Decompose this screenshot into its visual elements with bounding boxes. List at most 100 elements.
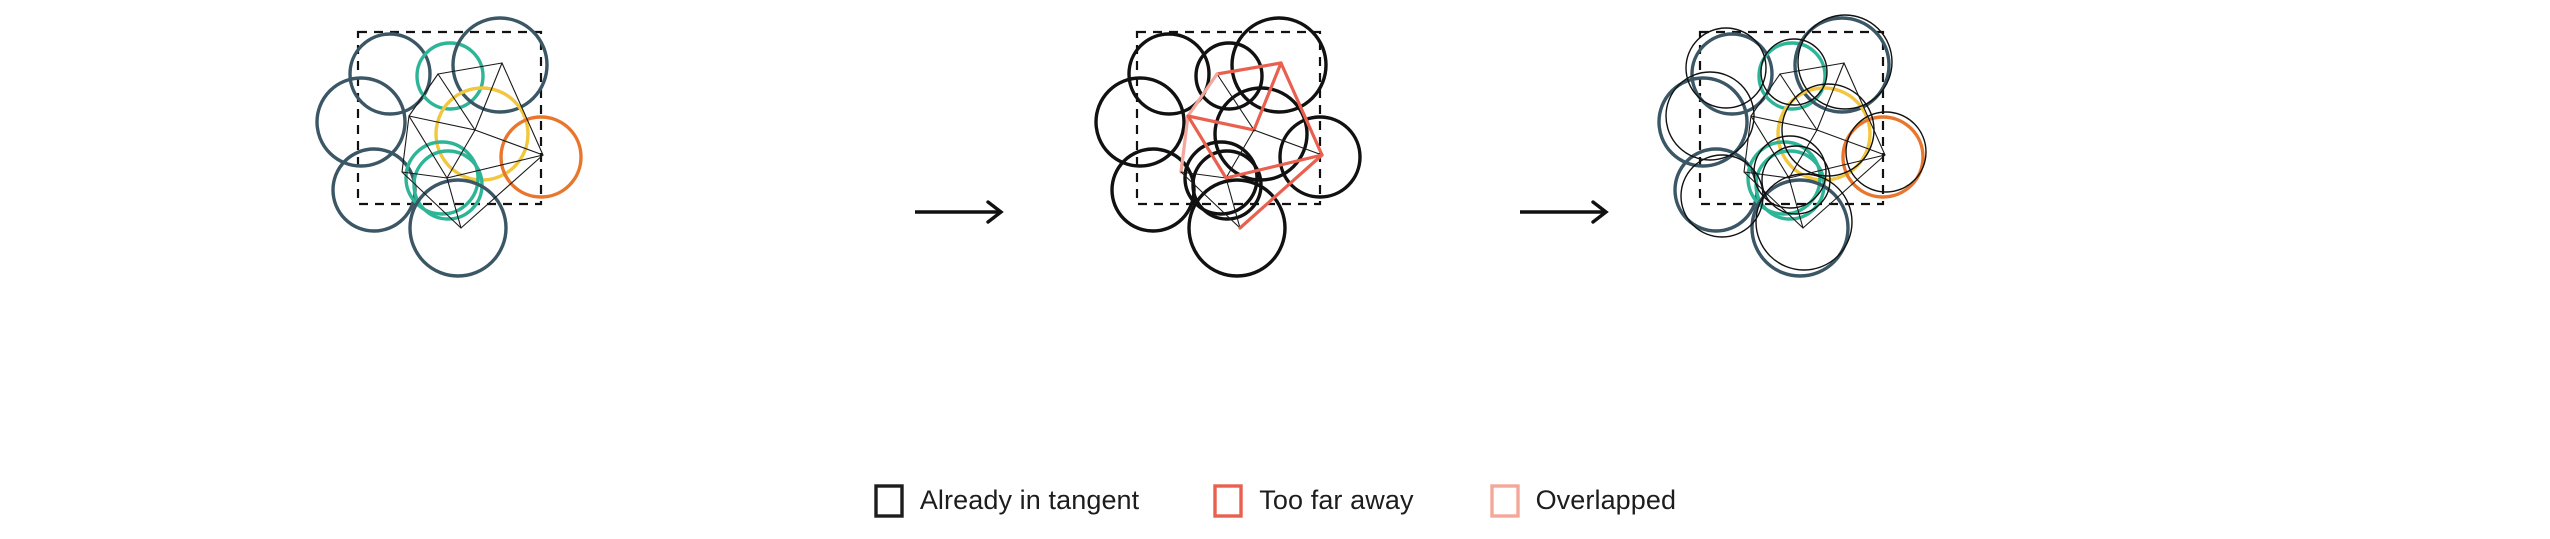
legend-label-too-far-away: Too far away	[1259, 485, 1414, 515]
right-arrow-icon	[1520, 200, 1609, 224]
packing-circle	[348, 32, 432, 116]
overlay-circle	[1685, 27, 1767, 109]
legend-label-overlapped: Overlapped	[1535, 485, 1677, 515]
bounding-box-dashed	[356, 30, 543, 206]
overlay-circle	[1665, 71, 1755, 161]
legend-item-too-far-away: Too far away	[1213, 483, 1414, 518]
graph-edge-black	[1788, 129, 1818, 179]
graph-edge-black	[401, 171, 448, 179]
bounding-box-dashed	[1698, 30, 1885, 206]
overlay-circle	[1845, 111, 1927, 193]
graph-edge-black	[1788, 177, 1804, 229]
panel-initial-layout	[315, 0, 630, 460]
packing-circle	[404, 140, 480, 216]
bounding-box-dashed	[1135, 30, 1322, 206]
graph-edge-black	[437, 62, 503, 75]
arrow-stage1-to-stage2	[915, 197, 1015, 227]
overlay-circle	[1680, 154, 1764, 238]
graph-edge-black	[1225, 177, 1241, 229]
graph-edge-black	[446, 177, 462, 229]
graph-edge-black	[1750, 73, 1781, 117]
packing-circle	[499, 115, 583, 199]
graph-edge-red	[1238, 153, 1324, 230]
overlay-circle	[1797, 14, 1893, 110]
square-outline-icon	[1489, 483, 1520, 518]
packing-circle	[1757, 41, 1827, 111]
packing-circle	[1094, 76, 1186, 168]
packing-circle	[1213, 86, 1309, 182]
square-outline-icon	[1213, 483, 1243, 518]
graph-edge-red	[1215, 61, 1283, 76]
overlay-circle	[1761, 145, 1831, 215]
graph-edge-black	[1216, 73, 1255, 131]
packing-circle	[412, 149, 484, 221]
packing-circle	[1127, 32, 1211, 116]
graph-edge-black	[1802, 154, 1886, 229]
graph-edge-black	[1180, 171, 1241, 229]
packing-circle	[1793, 16, 1891, 114]
graph-edge-black	[401, 171, 462, 229]
packing-circle	[451, 16, 549, 114]
overlay-circle	[1781, 83, 1875, 177]
legend-label-already-in-tangent: Already in tangent	[919, 485, 1140, 515]
packing-circle	[315, 76, 407, 168]
square-outline-icon	[1489, 483, 1520, 518]
graph-edge-black	[474, 62, 503, 131]
graph-edge-black	[1225, 129, 1255, 179]
square-outline-icon	[874, 483, 904, 518]
graph-edge-black	[446, 154, 544, 179]
graph-edge-black	[460, 154, 544, 229]
graph-edge-black	[408, 73, 439, 117]
packing-circle	[434, 86, 530, 182]
graph-edge-pink	[1179, 114, 1190, 174]
graph-edge-black	[1779, 62, 1845, 75]
overlay-circle	[1755, 173, 1853, 271]
legend-item-already-in-tangent: Already in tangent	[874, 483, 1140, 518]
graph-edge-black	[1816, 62, 1845, 131]
graph-edge-black	[1743, 171, 1790, 179]
graph-edge-red	[1186, 114, 1228, 180]
graph-edge-black	[437, 73, 476, 131]
graph-edge-black	[1750, 115, 1790, 179]
graph-edge-red	[1186, 114, 1256, 132]
packing-circle	[1278, 115, 1362, 199]
packing-circle	[1194, 41, 1264, 111]
graph-edge-pink	[1186, 72, 1219, 118]
panel-canvas	[1094, 16, 1362, 278]
packing-circle	[331, 147, 417, 233]
graph-edge-black	[1750, 115, 1818, 131]
graph-edge-black	[401, 115, 410, 173]
packing-circle	[1183, 140, 1259, 216]
packing-circle	[1657, 76, 1749, 168]
packing-circle	[408, 178, 508, 278]
graph-edge-black	[1253, 129, 1323, 156]
graph-edge-red	[1224, 153, 1324, 180]
panel-tangency-evaluation	[1094, 0, 1409, 460]
graph-edge-black	[501, 62, 544, 156]
packing-circle	[415, 41, 485, 111]
panel-optimized-result	[1657, 0, 1972, 460]
legend-item-overlapped: Overlapped	[1489, 483, 1677, 518]
packing-circle	[1187, 178, 1287, 278]
graph-edge-black	[1843, 62, 1886, 156]
packing-circle	[1690, 32, 1774, 116]
graph-edge-black	[1180, 171, 1227, 179]
overlay-circle	[1760, 38, 1828, 106]
graph-edge-black	[1779, 73, 1818, 131]
right-arrow-icon	[915, 200, 1004, 224]
packing-circle	[1841, 115, 1925, 199]
graph-edge-black	[1743, 171, 1804, 229]
graph-edge-black	[408, 115, 476, 131]
graph-edge-black	[408, 115, 448, 179]
square-outline-icon	[1213, 483, 1243, 518]
packing-circle	[1191, 149, 1263, 221]
square-outline-icon	[874, 483, 904, 518]
arrow-stage2-to-stage3	[1520, 197, 1620, 227]
panel-canvas	[315, 16, 583, 278]
graph-edge-black	[1816, 129, 1886, 156]
packing-circle	[1230, 16, 1328, 114]
legend: Already in tangent Too far away Overlapp…	[0, 462, 2550, 539]
overlay-circle	[1753, 135, 1827, 209]
graph-edge-red	[1252, 61, 1283, 132]
